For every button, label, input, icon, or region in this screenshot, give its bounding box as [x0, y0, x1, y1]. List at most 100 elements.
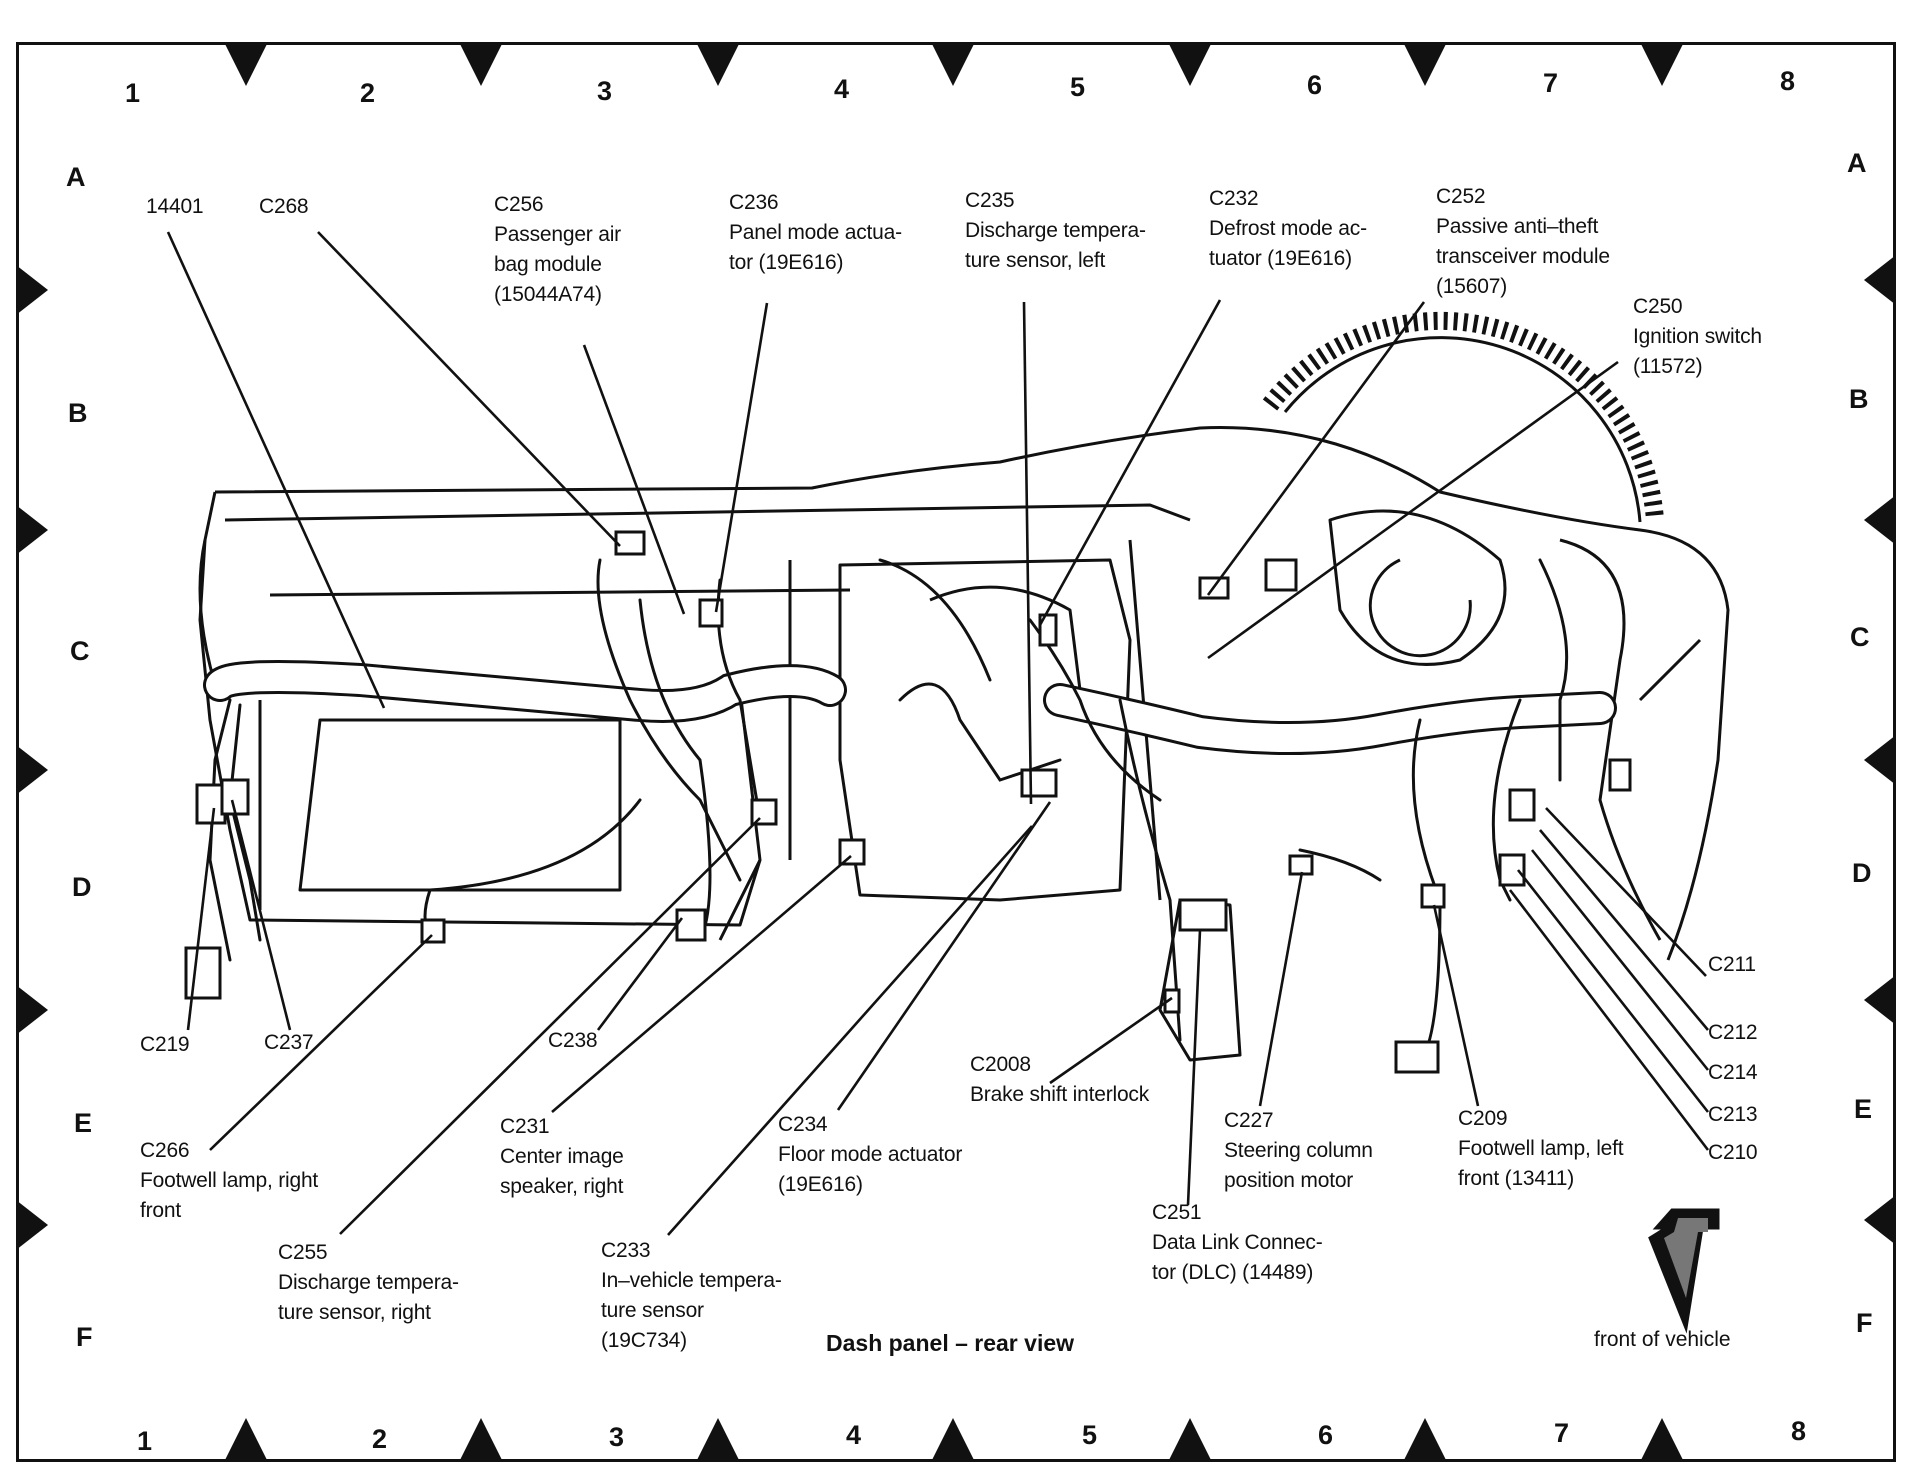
grid-col-5-top: 5: [1070, 72, 1086, 102]
callout-desc: Center image: [500, 1145, 624, 1168]
callout-desc: (15607): [1436, 275, 1507, 298]
callout-desc: Data Link Connec-: [1152, 1231, 1323, 1254]
leader-c213: [1516, 869, 1710, 1113]
grid-col-6-top: 6: [1307, 70, 1323, 100]
callout-id: C252: [1436, 185, 1486, 208]
callout-c255: C255 Discharge tempera- ture sensor, rig…: [278, 1238, 459, 1328]
callout-c211: C211: [1708, 950, 1756, 980]
grid-col-3-bottom: 3: [609, 1422, 625, 1452]
dash-panel-outline: [198, 426, 1730, 1062]
grid-col-8-top: 8: [1780, 66, 1796, 96]
callout-c213: C213: [1708, 1100, 1758, 1130]
leader-c252: [1206, 301, 1426, 596]
grid-markers: [16, 42, 1896, 1462]
callout-id: C238: [548, 1029, 598, 1052]
leader-c250: [1207, 360, 1619, 660]
grid-col-3-top: 3: [597, 76, 613, 106]
leader-c219: [186, 807, 216, 1031]
leader-lines: [166, 231, 1710, 1236]
leader-c212: [1539, 829, 1709, 1031]
leader-c231: [551, 855, 852, 1113]
callout-desc: front: [140, 1199, 182, 1222]
grid-col-4-bottom: 4: [846, 1420, 862, 1450]
callout-desc: (11572): [1633, 355, 1703, 378]
grid-col-1-top: 1: [125, 78, 141, 108]
callout-desc: Panel mode actua-: [729, 221, 902, 244]
callout-desc: Defrost mode ac-: [1209, 217, 1367, 240]
grid-col-5-bottom: 5: [1082, 1420, 1098, 1450]
callout-c266: C266 Footwell lamp, right front: [140, 1136, 318, 1226]
callout-desc: (19E616): [778, 1173, 863, 1196]
callout-desc: In–vehicle tempera-: [601, 1269, 782, 1292]
callout-id: C268: [259, 195, 309, 218]
callout-c251: C251 Data Link Connec- tor (DLC) (14489): [1152, 1198, 1323, 1288]
callout-id: C231: [500, 1115, 550, 1138]
callout-c233: C233 In–vehicle tempera- ture sensor (19…: [601, 1236, 782, 1356]
callout-id: C256: [494, 193, 544, 216]
callout-desc: Brake shift interlock: [970, 1083, 1150, 1106]
callout-id: C266: [140, 1139, 190, 1162]
callout-id: C250: [1633, 295, 1683, 318]
grid-col-7-bottom: 7: [1554, 1418, 1570, 1448]
grid-row-f-right: F: [1856, 1308, 1873, 1338]
callout-c235: C235 Discharge tempera- ture sensor, lef…: [965, 186, 1146, 276]
callout-c219: C219: [140, 1030, 190, 1060]
callout-desc: Discharge tempera-: [278, 1271, 459, 1294]
callout-c231: C231 Center image speaker, right: [500, 1112, 624, 1202]
leader-c233: [667, 825, 1033, 1236]
callout-c238: C238: [548, 1026, 598, 1056]
grid-row-a-left: A: [66, 162, 86, 192]
grid-col-6-bottom: 6: [1318, 1420, 1334, 1450]
wiring-harness: [203, 558, 1617, 1062]
grid-row-c-left: C: [70, 636, 90, 666]
callout-id: C251: [1152, 1201, 1202, 1224]
callout-id: 14401: [146, 195, 204, 218]
callout-id: C209: [1458, 1107, 1508, 1130]
callout-c236: C236 Panel mode actua- tor (19E616): [729, 188, 902, 278]
callout-desc: ture sensor: [601, 1299, 704, 1322]
grid-col-8-bottom: 8: [1791, 1416, 1807, 1446]
callout-c234: C234 Floor mode actuator (19E616): [778, 1110, 962, 1200]
grid-row-d-left: D: [72, 872, 92, 902]
callout-c214: C214: [1708, 1058, 1758, 1088]
grid-row-b-right: B: [1849, 384, 1869, 414]
leader-c237: [230, 799, 292, 1031]
grid-row-e-right: E: [1854, 1094, 1873, 1124]
grid-col-2-bottom: 2: [372, 1424, 388, 1454]
grid-col-4-top: 4: [834, 74, 850, 104]
callout-id: C237: [264, 1031, 314, 1054]
callout-desc: Steering column: [1224, 1139, 1373, 1162]
callout-desc: speaker, right: [500, 1175, 624, 1198]
callout-id: C233: [601, 1239, 651, 1262]
callout-desc: ture sensor, right: [278, 1301, 431, 1324]
leader-c238: [596, 917, 684, 1031]
callout-c209: C209 Footwell lamp, left front (13411): [1458, 1104, 1624, 1194]
grid-row-b-left: B: [68, 398, 88, 428]
leader-c210: [1508, 889, 1710, 1151]
callout-desc: Floor mode actuator: [778, 1143, 963, 1166]
callout-id: C227: [1224, 1109, 1274, 1132]
leader-c255: [339, 817, 761, 1235]
leader-14401: [166, 231, 386, 709]
callout-14401: 14401: [146, 192, 204, 222]
leader-c232: [1038, 299, 1222, 626]
callout-id: C2008: [970, 1053, 1031, 1076]
leader-c211: [1545, 807, 1707, 977]
callout-desc: front (13411): [1458, 1167, 1575, 1190]
callout-desc: tor (19E616): [729, 251, 844, 274]
callout-desc: (15044A74): [494, 283, 602, 306]
callout-desc: bag module: [494, 253, 602, 276]
leader-c235: [1022, 301, 1033, 805]
callout-c2008: C2008 Brake shift interlock: [970, 1050, 1149, 1110]
callout-c227: C227 Steering column position motor: [1224, 1106, 1373, 1196]
steering-column-gear: [1262, 311, 1664, 523]
callout-desc: tor (DLC) (14489): [1152, 1261, 1314, 1284]
connectors: [184, 530, 1632, 1074]
grid-col-7-top: 7: [1543, 68, 1559, 98]
grid-row-e-left: E: [74, 1108, 93, 1138]
callout-desc: position motor: [1224, 1169, 1354, 1192]
leader-c268: [317, 231, 621, 547]
callout-id: C219: [140, 1033, 190, 1056]
callout-c250: C250 Ignition switch (11572): [1633, 292, 1762, 382]
